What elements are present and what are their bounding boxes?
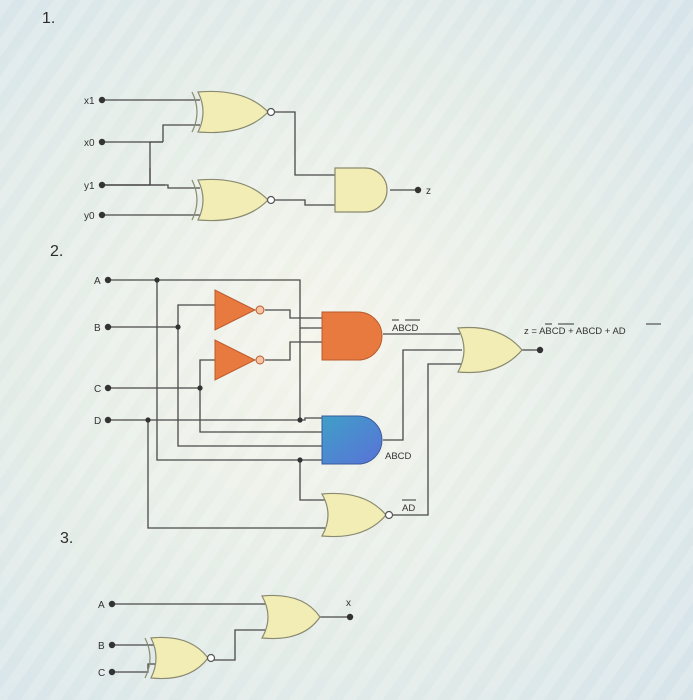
output-label: z	[426, 186, 431, 197]
circuit-2	[104, 276, 544, 538]
input-label: D	[94, 416, 101, 427]
xnor-gate-2	[191, 178, 276, 222]
and-gate-1	[334, 167, 388, 213]
input-label: C	[98, 668, 105, 679]
circuit-1	[98, 90, 422, 222]
inverter-2	[214, 339, 265, 381]
xnor-gate-3	[144, 636, 216, 680]
expr-part: AD	[612, 326, 625, 337]
term-label: ABCD	[392, 323, 419, 334]
input-label: y1	[84, 181, 95, 192]
input-label: x1	[84, 96, 95, 107]
expr-part: + ABCD +	[565, 326, 612, 337]
output-expression: z = ABCD + ABCD + AD	[524, 323, 661, 337]
svg-text:z = ABCD + ABCD + AD: z = ABCD + ABCD + AD	[524, 326, 626, 337]
inverter-1	[214, 289, 265, 331]
input-label: x0	[84, 138, 95, 149]
and-gate-orange	[321, 311, 383, 361]
xnor-gate-1	[191, 90, 276, 134]
term-label: ABCD	[385, 451, 412, 462]
circuit-3	[108, 594, 354, 680]
expr-part: z =	[524, 326, 539, 337]
term-abcd-bar: ABCD	[392, 319, 420, 334]
input-label: y0	[84, 211, 95, 222]
input-label: B	[94, 323, 101, 334]
section-number-1: 1.	[42, 10, 56, 27]
or-gate-3	[261, 594, 321, 640]
input-label: A	[98, 600, 105, 611]
expr-part: ABCD	[539, 326, 566, 337]
or-gate	[457, 326, 523, 374]
term-label: AD	[402, 503, 415, 514]
output-label: x	[346, 598, 351, 609]
nor-gate	[321, 492, 394, 538]
input-label: B	[98, 641, 105, 652]
input-label: C	[94, 384, 101, 395]
section-number-3: 3.	[60, 530, 74, 547]
and-gate-blue	[321, 415, 383, 465]
term-ad-bar: AD	[402, 499, 416, 514]
input-label: A	[94, 276, 101, 287]
section-number-2: 2.	[50, 243, 64, 260]
